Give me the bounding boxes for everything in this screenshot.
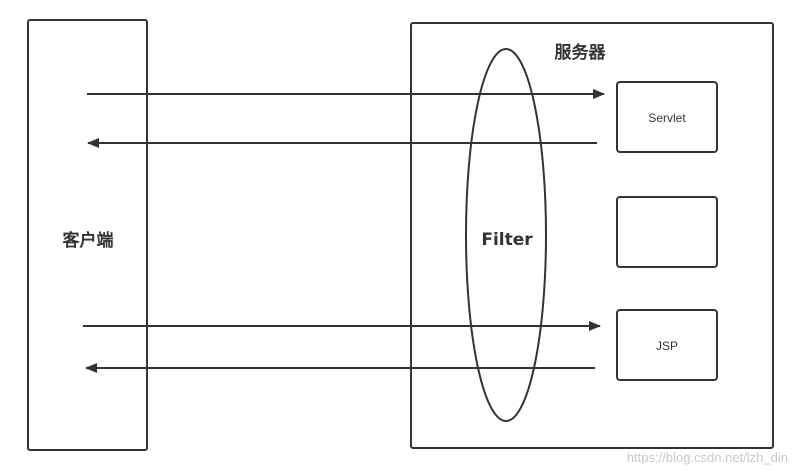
servlet-label: Servlet: [648, 111, 686, 125]
jsp-label: JSP: [656, 339, 678, 353]
filter-ellipse: [465, 48, 547, 422]
server-label: 服务器: [555, 42, 607, 63]
filter-label: Filter: [481, 230, 533, 250]
client-box: [27, 19, 148, 451]
servlet-box: [616, 81, 718, 153]
empty-component-box: [616, 196, 718, 268]
watermark-text: https://blog.csdn.net/lzh_din: [627, 450, 788, 465]
jsp-box: [616, 309, 718, 381]
client-label: 客户端: [62, 230, 114, 251]
